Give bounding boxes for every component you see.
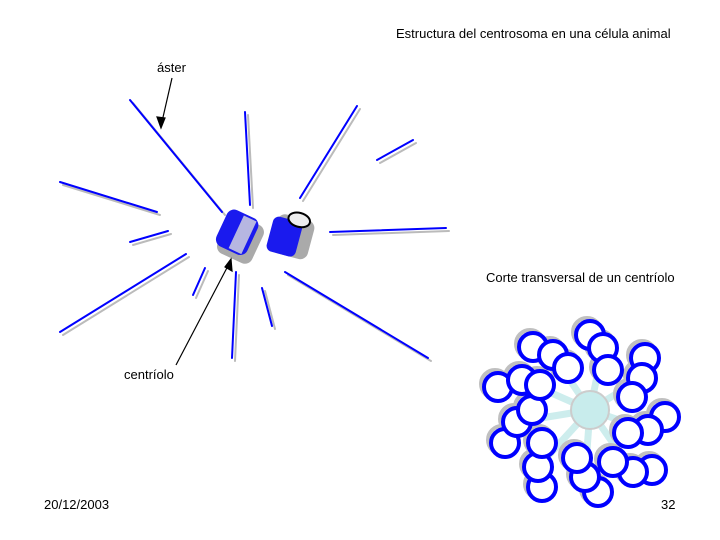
centriole-arrow bbox=[175, 257, 233, 366]
microtubule-ring bbox=[524, 369, 556, 401]
aster-microtubules bbox=[59, 99, 450, 362]
microtubule-ring bbox=[616, 381, 648, 413]
centriole-label: centríolo bbox=[124, 367, 174, 382]
microtubule-ring bbox=[561, 442, 593, 474]
slide-title: Estructura del centrosoma en una célula … bbox=[396, 26, 671, 41]
microtubule-ring bbox=[526, 427, 558, 459]
aster-arrow bbox=[156, 77, 173, 130]
microtubule-ring bbox=[597, 446, 629, 478]
centriole-left bbox=[215, 209, 264, 264]
microtubule-ring bbox=[552, 352, 584, 384]
cross-section-title: Corte transversal de un centríolo bbox=[486, 270, 675, 285]
centriole-right bbox=[266, 211, 315, 260]
page-number: 32 bbox=[661, 497, 676, 512]
microtubule-ring bbox=[592, 354, 624, 386]
microtubule-ring bbox=[612, 417, 644, 449]
date: 20/12/2003 bbox=[44, 497, 110, 512]
centriole-cross-section bbox=[479, 316, 681, 508]
aster-label: áster bbox=[157, 60, 186, 75]
